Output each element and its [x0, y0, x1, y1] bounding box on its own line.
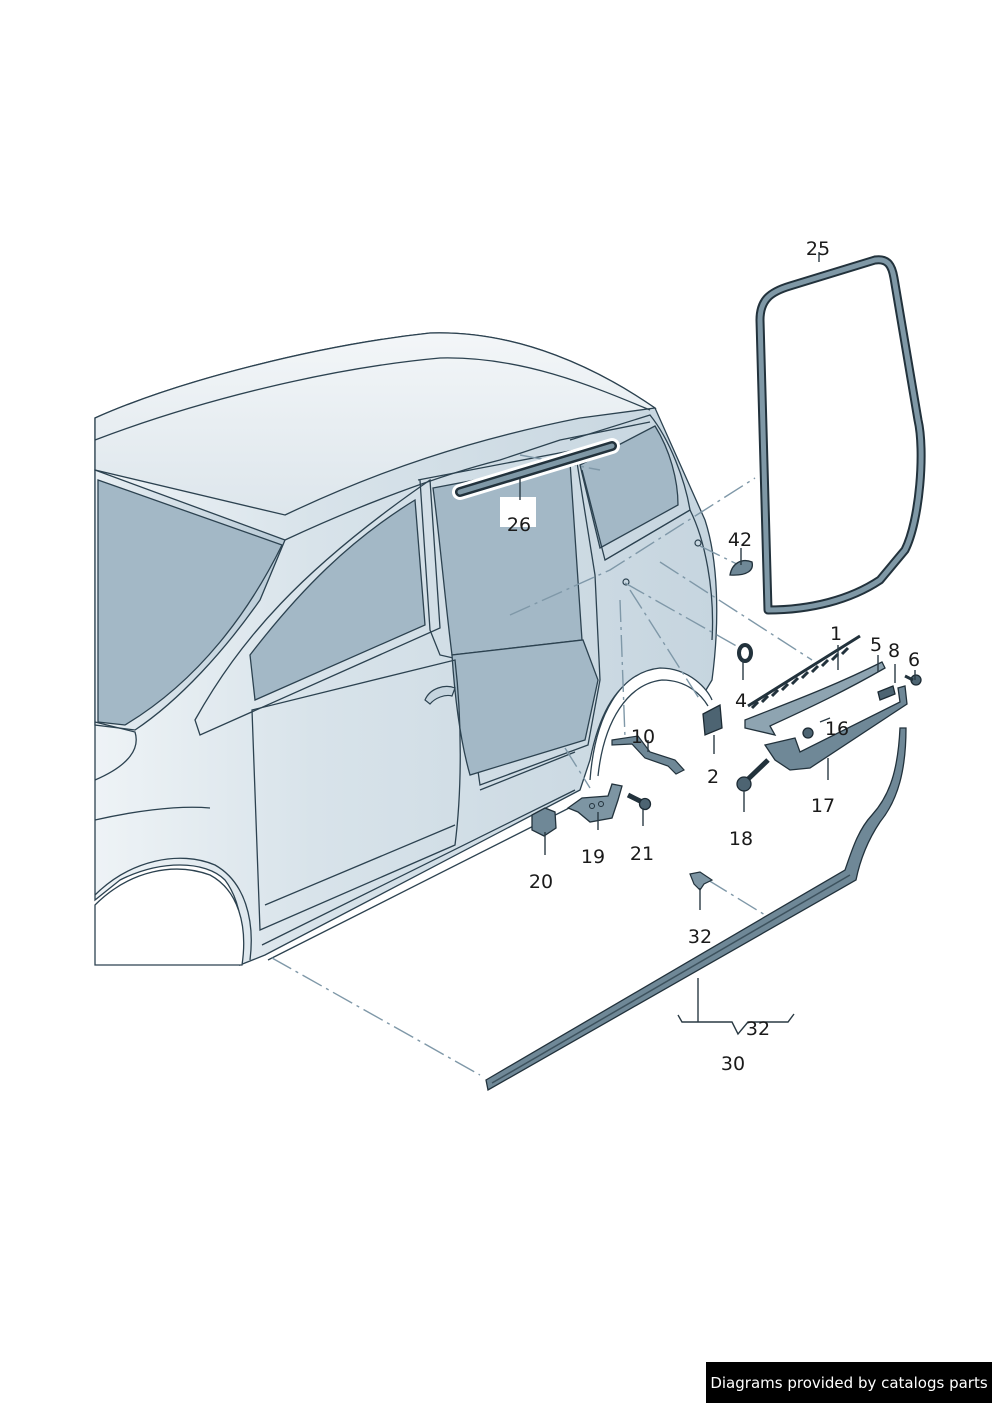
nut-16[interactable] [802, 727, 814, 739]
callout-2: 2 [707, 766, 719, 788]
callout-30: 30 [721, 1053, 745, 1075]
door-seal-25[interactable] [755, 255, 926, 615]
front-wheel-arch [589, 667, 713, 781]
vehicle-body [94, 332, 718, 967]
callout-labels: 25 26 42 1 5 8 6 4 16 10 2 17 18 21 19 2… [507, 238, 920, 1075]
pad-2[interactable] [702, 703, 723, 736]
callout-18: 18 [729, 828, 753, 850]
stop-20[interactable] [531, 807, 557, 837]
rear-wheel-arch [94, 868, 245, 966]
callout-20: 20 [529, 871, 553, 893]
footer-credit-badge: Diagrams provided by catalogs parts [706, 1362, 992, 1403]
sliding-door [417, 449, 601, 786]
grommet-4[interactable] [737, 643, 753, 663]
clip-strip-1[interactable] [747, 634, 861, 710]
callout-16: 16 [825, 718, 849, 740]
callout-19: 19 [581, 846, 605, 868]
rear-window [97, 479, 283, 726]
door-handle [424, 685, 456, 705]
bracket-19[interactable] [566, 783, 623, 823]
quarter-window [249, 498, 426, 701]
cap-42[interactable] [729, 560, 754, 576]
footer-credit-text: Diagrams provided by catalogs parts [710, 1373, 988, 1392]
callout-21: 21 [630, 843, 654, 865]
callout-10: 10 [631, 726, 655, 748]
callout-8: 8 [888, 640, 900, 662]
callout-25: 25 [806, 238, 830, 260]
bolt-21[interactable] [626, 792, 652, 811]
callout-4: 4 [735, 690, 747, 712]
leader-lines [519, 252, 916, 1036]
sill-moulding-30[interactable] [485, 727, 907, 1092]
callout-42: 42 [728, 529, 752, 551]
clip-32[interactable] [689, 871, 714, 891]
callout-17: 17 [811, 795, 835, 817]
rod-10[interactable] [611, 735, 685, 775]
callout-5: 5 [870, 634, 882, 656]
callout-32-clip: 32 [688, 926, 712, 948]
bolt-18[interactable] [736, 758, 770, 792]
rail-5[interactable] [744, 661, 886, 736]
callout-6: 6 [908, 649, 920, 671]
lower-rail-17[interactable] [763, 685, 908, 771]
callout-1: 1 [830, 623, 842, 645]
guide-rail-26[interactable] [452, 438, 620, 527]
roof [94, 332, 657, 516]
block-8[interactable] [877, 685, 896, 701]
callout-32-moulding: 32 [746, 1018, 770, 1040]
callout-26: 26 [507, 514, 531, 536]
screw-6[interactable] [904, 674, 922, 686]
